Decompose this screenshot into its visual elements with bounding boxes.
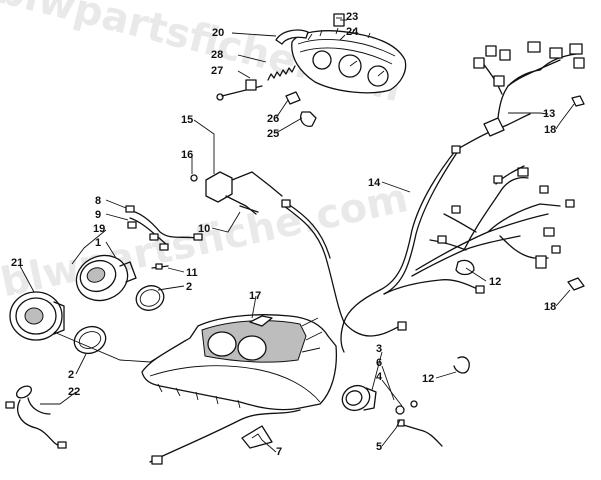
callouts: 20 23 24 28 27 26 25 13 18 15 16 14 8 9 … (11, 11, 556, 458)
callout-16: 16 (181, 149, 193, 161)
callout-11: 11 (186, 267, 198, 279)
callout-17: 17 (249, 290, 261, 302)
callout-23: 23 (346, 11, 358, 23)
callout-3: 3 (376, 343, 382, 355)
bracket-26-part (285, 91, 301, 105)
bracket-25-part (300, 111, 317, 127)
gauge-ring-right (135, 285, 165, 311)
leader-lines (19, 19, 575, 453)
gauge-small-right (341, 384, 443, 447)
callout-25: 25 (267, 128, 279, 140)
connector-18-lower (567, 277, 585, 291)
mount-bracket-part (190, 171, 283, 215)
callout-4: 4 (376, 371, 383, 383)
callout-15: 15 (181, 114, 193, 126)
callout-6: 6 (376, 357, 382, 369)
gauge-ring-lower (73, 325, 107, 355)
callout-9: 9 (95, 209, 101, 221)
callout-13: 13 (543, 108, 555, 120)
upper-wiring-harness (451, 41, 585, 154)
callout-27: 27 (211, 65, 223, 77)
main-wiring-harness (281, 147, 575, 353)
callout-7: 7 (276, 446, 282, 458)
bulb-harness-part (5, 385, 67, 449)
clip-ring-lower (453, 356, 470, 374)
gauge-speedometer (9, 291, 65, 341)
callout-8: 8 (95, 195, 101, 207)
callout-21: 21 (11, 257, 23, 269)
callout-24: 24 (346, 26, 359, 38)
connector-18-upper (571, 95, 585, 107)
instrument-cluster-housing (291, 27, 407, 94)
spring-and-bolt-parts (216, 65, 296, 101)
dash-console (141, 314, 338, 411)
callout-18-lower: 18 (544, 301, 556, 313)
callout-10: 10 (198, 223, 210, 235)
gauge-harness-small (125, 205, 203, 251)
callout-2-lower: 2 (68, 369, 74, 381)
speedo-cable-part (149, 409, 301, 463)
callout-20: 20 (212, 27, 224, 39)
callout-18-upper: 18 (544, 124, 556, 136)
callout-22: 22 (68, 386, 80, 398)
callout-2-right: 2 (186, 281, 192, 293)
callout-28: 28 (211, 49, 223, 61)
callout-12-lower: 12 (422, 373, 434, 385)
callout-14: 14 (368, 177, 381, 189)
callout-5: 5 (376, 441, 382, 453)
lens-strip-part (275, 29, 309, 45)
gauge-tachometer (75, 254, 137, 302)
callout-1: 1 (95, 237, 101, 249)
callout-12-upper: 12 (489, 276, 501, 288)
callout-26: 26 (267, 113, 279, 125)
callout-19: 19 (93, 223, 105, 235)
